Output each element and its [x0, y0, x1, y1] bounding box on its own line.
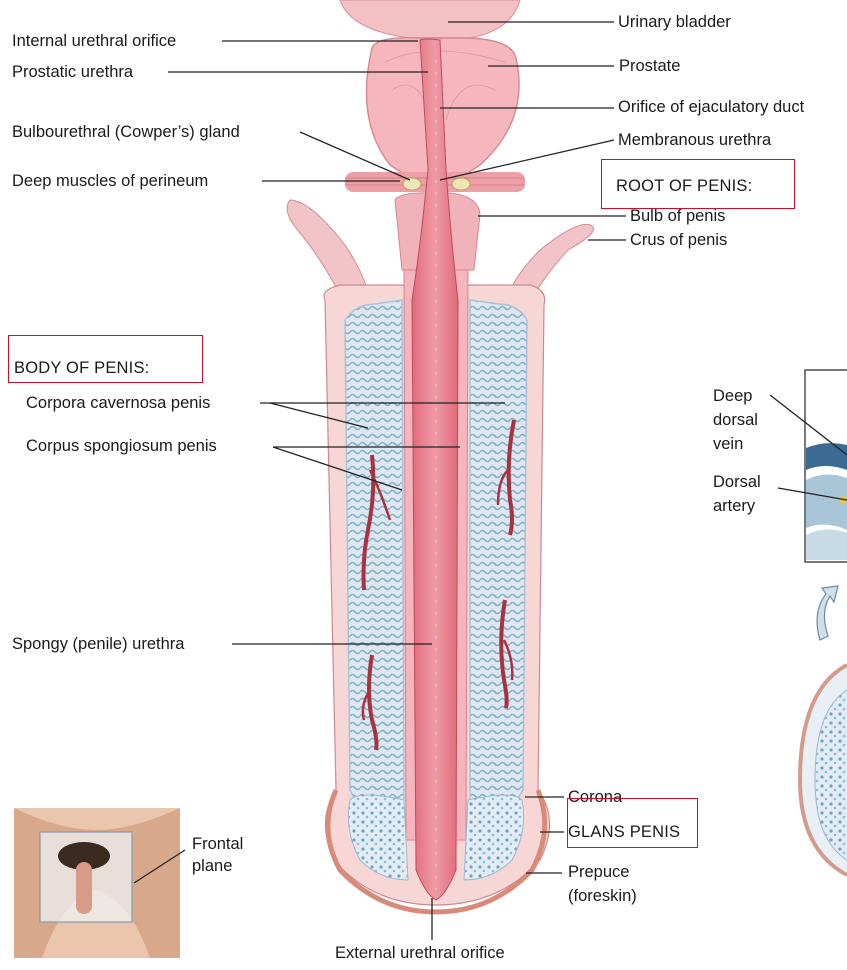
highlight-box-glans-penis: [567, 798, 698, 848]
label-bulb-of-penis: Bulb of penis: [630, 206, 725, 226]
cross-section-inset: [800, 370, 847, 875]
label-prostatic-urethra: Prostatic urethra: [12, 62, 133, 82]
highlight-box-root-of-penis: [601, 159, 795, 209]
highlight-box-body-of-penis: [8, 335, 203, 383]
curved-arrow-icon: [817, 586, 838, 640]
label-dorsal-artery-line2: artery: [713, 496, 755, 516]
label-frontal-plane-line2: plane: [192, 856, 232, 876]
bulbourethral-gland-right: [452, 178, 470, 190]
label-urinary-bladder: Urinary bladder: [618, 12, 731, 32]
urinary-bladder-shape: [340, 0, 520, 38]
bulbourethral-gland-left: [403, 178, 421, 190]
label-crus-of-penis: Crus of penis: [630, 230, 727, 250]
label-orifice-ejaculatory-duct: Orifice of ejaculatory duct: [618, 97, 804, 117]
label-prepuce-line1: Prepuce: [568, 862, 629, 882]
label-deep-dorsal-vein-line2: dorsal: [713, 410, 758, 430]
label-prostate: Prostate: [619, 56, 680, 76]
label-frontal-plane-line1: Frontal: [192, 834, 243, 854]
label-internal-urethral-orifice: Internal urethral orifice: [12, 31, 176, 51]
label-corpus-spongiosum: Corpus spongiosum penis: [26, 436, 217, 456]
label-dorsal-artery-line1: Dorsal: [713, 472, 761, 492]
label-corpora-cavernosa: Corpora cavernosa penis: [26, 393, 210, 413]
label-spongy-urethra: Spongy (penile) urethra: [12, 634, 184, 654]
label-deep-dorsal-vein-line3: vein: [713, 434, 743, 454]
label-deep-muscles-perineum: Deep muscles of perineum: [12, 171, 208, 191]
label-bulbourethral-gland: Bulbourethral (Cowper’s) gland: [12, 122, 240, 142]
label-prepuce-line2: (foreskin): [568, 886, 637, 906]
corpus-cavernosum-right: [470, 300, 527, 812]
label-external-urethral-orifice: External urethral orifice: [335, 943, 505, 963]
frontal-plane-thumbnail: [14, 808, 180, 958]
label-membranous-urethra: Membranous urethra: [618, 130, 771, 150]
label-deep-dorsal-vein-line1: Deep: [713, 386, 752, 406]
